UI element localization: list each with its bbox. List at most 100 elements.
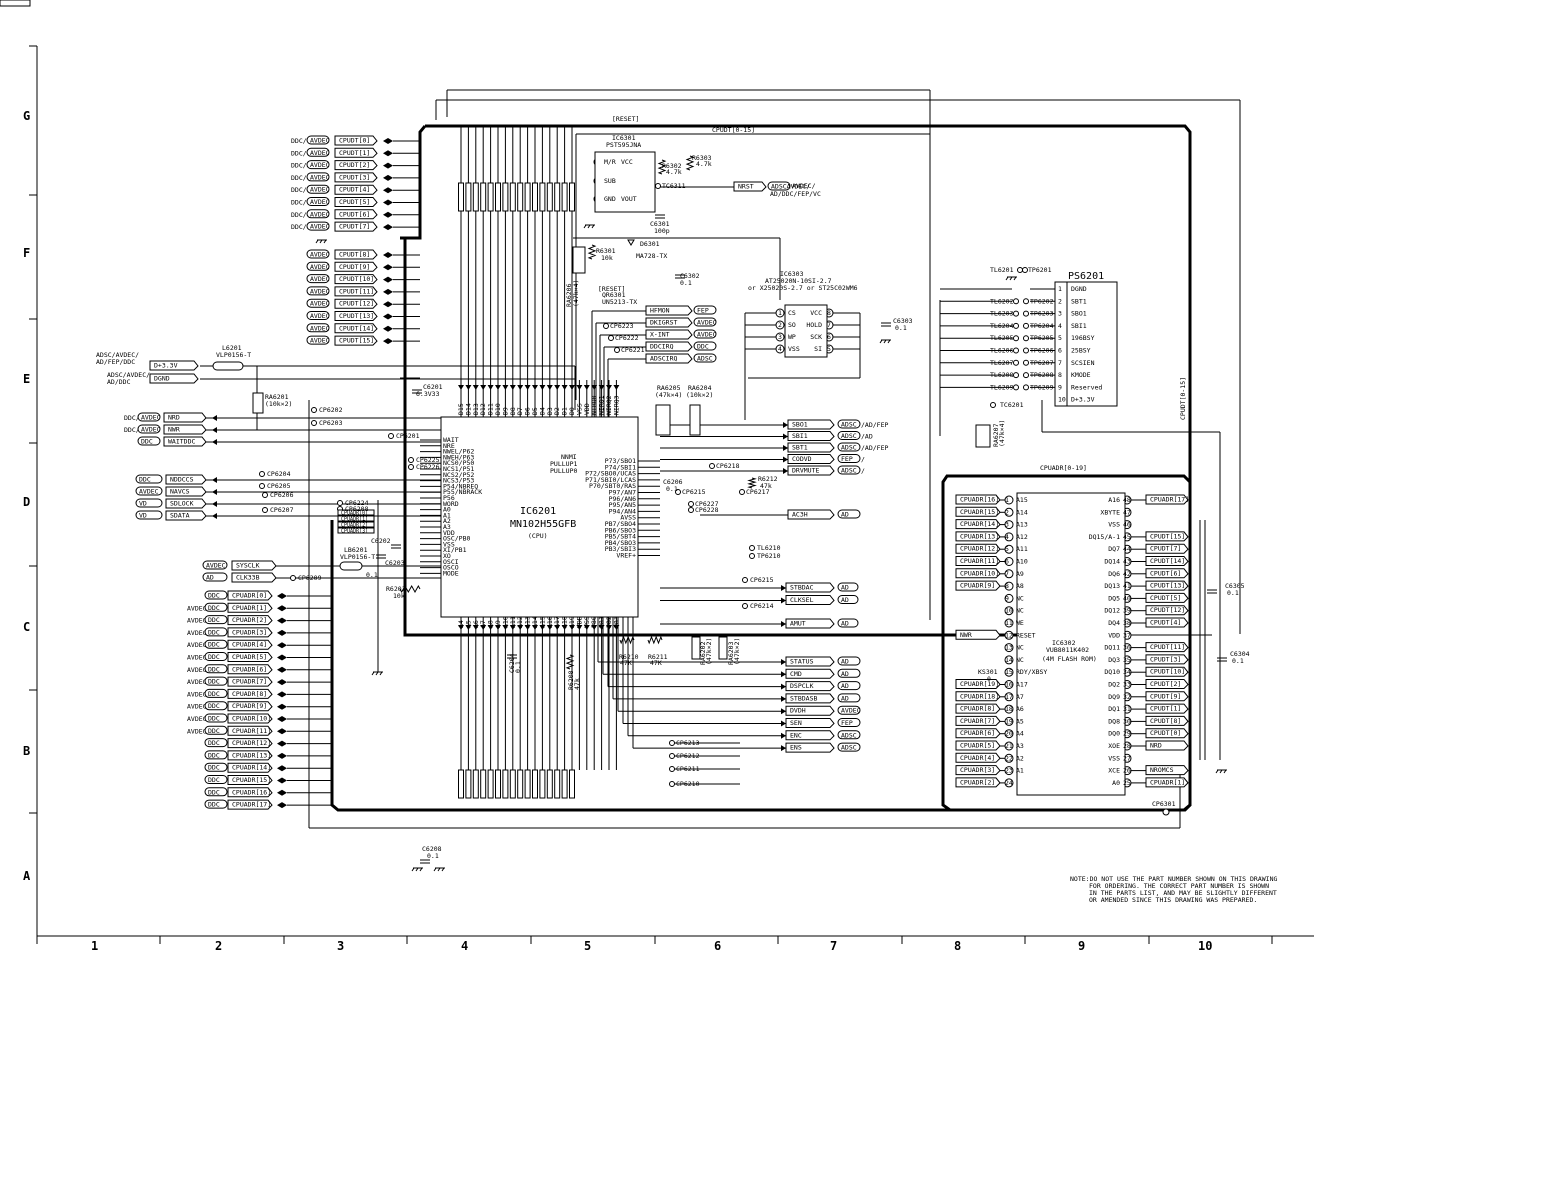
- cpudt-sig-2-box: [334, 160, 378, 171]
- tp: [1023, 335, 1029, 342]
- stb-sig-2: AMUT: [790, 620, 806, 628]
- stat-tp-2: CP6211: [676, 765, 700, 773]
- ac3h-dest-flag-text: AD: [841, 511, 849, 519]
- ic6201: IC6201 MN102H55GFB (CPU): [440, 416, 639, 618]
- tc6201: [990, 402, 996, 408]
- adr-sig-4: CPUADR[4]: [232, 641, 267, 649]
- tp-label-4: CP6226: [416, 463, 440, 471]
- ic6302-lnum-7: 8: [1005, 582, 1009, 590]
- qr-reset: [RESET]: [598, 285, 625, 293]
- c6304-ref: C6304: [1230, 650, 1250, 658]
- ic6302-rsig-14: CPUDT[10]: [1150, 668, 1185, 676]
- r6302-ref: R6302: [662, 162, 682, 170]
- cpudt-sig-15: CPUDT[15]: [339, 337, 374, 345]
- ic6302-rpin-9: DQ12: [1104, 607, 1120, 615]
- adr-sig-0: CPUADR[0]: [232, 592, 267, 600]
- ps-tl-0: TL6201: [990, 266, 1014, 274]
- ra6201: [252, 392, 264, 414]
- arrow: [277, 593, 282, 599]
- r6201-val: 10k: [393, 592, 405, 600]
- ic6303-lpin: [775, 344, 785, 354]
- arrow: [532, 385, 538, 390]
- ic6302-lpin: [1004, 569, 1014, 579]
- adr-sig-8-box: [227, 688, 273, 699]
- stat-sig-2-box: [785, 681, 835, 692]
- col-label-10: 10: [1198, 939, 1212, 953]
- ic6201-lpin-10: P56: [443, 494, 455, 502]
- ctrl-1-flag: [137, 424, 161, 434]
- adr-17-flag: [204, 799, 228, 809]
- tp-mid: [614, 347, 620, 353]
- ic6201-tpin-14: D1: [561, 407, 569, 415]
- tp-cp6204: [259, 471, 265, 477]
- ic6201-bpin-1: A5: [464, 620, 472, 628]
- ps-pin-num-2: 3: [1058, 310, 1062, 318]
- ps-pin-name-1: SBT1: [1071, 297, 1087, 305]
- ctrl-sig-1-box: [163, 424, 207, 435]
- arrow: [480, 625, 487, 630]
- adr-sig-2-box: [227, 615, 273, 626]
- c6203-ref: C6203: [385, 559, 405, 567]
- ic6302-lnum-2: 3: [1005, 521, 1009, 529]
- stat-dest-3-flag: [837, 693, 861, 703]
- tl: [1013, 372, 1019, 379]
- tp-ac3h: [688, 501, 694, 507]
- ser-sig-0: SBO1: [792, 421, 808, 429]
- adr-sig-12-box: [227, 738, 273, 749]
- arrow: [212, 415, 217, 421]
- adr-13-flag: [204, 750, 228, 760]
- mid-dest-0-flag-text: FEP: [697, 307, 709, 315]
- arrow: [781, 683, 786, 690]
- r6212-val: 47k: [760, 482, 772, 490]
- ic6301-pin-1: SUB: [604, 177, 616, 185]
- cpudt-14-flag: [306, 323, 330, 333]
- ground-hatch: [371, 671, 375, 676]
- ic-adr-flag: [337, 521, 375, 528]
- cpudt-sig-12: CPUDT[12]: [339, 300, 374, 308]
- ctrl2-2-flag-text: VD: [139, 500, 147, 508]
- ic6302-rnum-17: 31: [1123, 705, 1131, 713]
- ic6302-lnum-9: 10: [1005, 607, 1013, 615]
- adr-sig-16: CPUADR[16]: [232, 788, 271, 796]
- arrow: [388, 150, 393, 157]
- cpudt-sig-5: CPUDT[5]: [339, 198, 370, 206]
- ra6206-val: (47k×4): [572, 280, 580, 307]
- ic6302-lsig-22-box: [955, 765, 1001, 776]
- stb-dest-1-flag-text: AD: [841, 596, 849, 604]
- ic6302-lsig-1-box: [955, 506, 1001, 517]
- cpudt-4-flag: [306, 184, 330, 194]
- ic6201-bpin-15: A19: [568, 616, 576, 628]
- ic6302-lpin-1: A14: [1016, 508, 1028, 516]
- tp-label-0: CP6202: [319, 406, 343, 414]
- ic6201-tpin-9: D6: [524, 407, 532, 415]
- c6201-val: 6.3V33: [416, 390, 440, 398]
- arrow: [613, 385, 620, 390]
- ic6302-lpin: [1004, 680, 1014, 689]
- stat-sig-7: ENS: [790, 744, 802, 752]
- arrow: [383, 325, 388, 332]
- ic6302-rsig-10: CPUDT[4]: [1150, 619, 1181, 627]
- note-line-3: IN THE PARTS LIST, AND MAY BE SLIGHTLY D…: [1089, 889, 1277, 897]
- arrow: [277, 666, 282, 673]
- bus-tag: [502, 769, 509, 799]
- arrow: [282, 642, 287, 649]
- stat-sig-4-box: [785, 705, 835, 716]
- main-bus-outline: [330, 124, 1192, 812]
- tl: [1013, 335, 1019, 342]
- cpudt-src-5: DDC/: [291, 199, 307, 207]
- pwr-src2b: AD/DDC: [107, 378, 131, 386]
- cpudt-sig-11: CPUDT[11]: [339, 287, 374, 295]
- mid-sig-3: DDCIRQ: [650, 343, 674, 351]
- ground-hatch: [587, 224, 591, 229]
- tp: [1023, 310, 1029, 317]
- ic6302-rnum-5: 43: [1123, 558, 1131, 566]
- ic6201-lpin-18: VSS: [443, 540, 455, 548]
- clk-1-flag-text: AD: [206, 574, 214, 582]
- ic6302-lsig-22: CPUADR[3]: [960, 766, 995, 774]
- ps-pin-num-4: 5: [1058, 334, 1062, 342]
- r6210-ref: R6210: [619, 653, 639, 661]
- ps-pin-num-1: 2: [1058, 297, 1062, 305]
- ic6302-lsig-21: CPUADR[4]: [960, 754, 995, 762]
- adr-sig-6-box: [227, 664, 273, 675]
- ps-pin-num-5: 6: [1058, 347, 1062, 355]
